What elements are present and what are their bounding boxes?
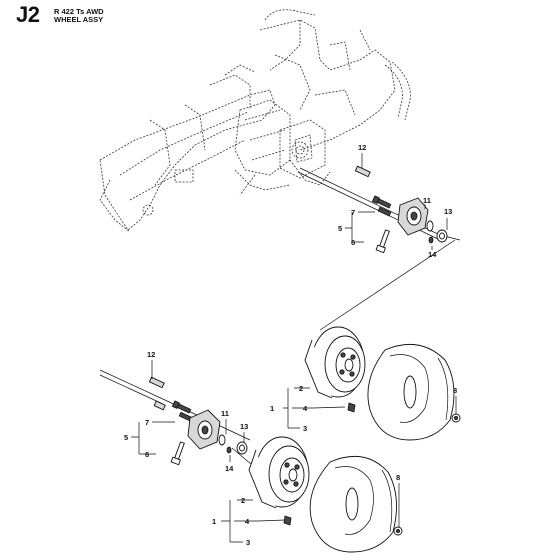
- callout-7: 7: [145, 418, 149, 427]
- axle-shaft-line: [319, 239, 456, 331]
- callout-8: 8: [396, 473, 400, 482]
- chassis-frame: [99, 9, 411, 233]
- upper-callouts: 12 7 5 6 11 13 14 2 1 4 3 8: [270, 143, 457, 433]
- callout-11: 11: [221, 409, 229, 418]
- upper-leader-lines: [283, 153, 457, 429]
- callout-3: 3: [303, 424, 307, 433]
- model-name: R 422 Ts AWD: [54, 7, 104, 16]
- callout-5: 5: [338, 224, 342, 233]
- callout-13: 13: [444, 207, 452, 216]
- page-code: J2: [16, 2, 40, 27]
- lower-callouts: 12 7 5 6 11 13 14 2 1 4 3 8: [124, 350, 400, 547]
- callout-2: 2: [299, 384, 303, 393]
- callout-11: 11: [423, 196, 431, 205]
- callout-8: 8: [453, 386, 457, 395]
- callout-13: 13: [240, 422, 248, 431]
- callout-5: 5: [124, 433, 128, 442]
- callout-2: 2: [241, 496, 245, 505]
- callout-4: 4: [245, 517, 250, 526]
- assembly-name: WHEEL ASSY: [54, 15, 104, 24]
- lower-leader-lines: [131, 360, 400, 543]
- upper-hub-assembly: [354, 165, 448, 254]
- callout-14: 14: [428, 250, 437, 259]
- lower-hub-assembly: [148, 376, 248, 466]
- callout-1: 1: [212, 517, 216, 526]
- upper-wheel: [304, 326, 461, 441]
- page-header: J2 R 422 Ts AWD WHEEL ASSY: [16, 2, 316, 30]
- callout-1: 1: [270, 404, 274, 413]
- callout-12: 12: [358, 143, 366, 152]
- callout-3: 3: [246, 538, 250, 547]
- callout-6: 6: [145, 450, 149, 459]
- lower-wheel: [248, 436, 403, 553]
- callout-12: 12: [147, 350, 155, 359]
- callout-7: 7: [351, 208, 355, 217]
- callout-6: 6: [351, 238, 355, 247]
- callout-4: 4: [303, 404, 308, 413]
- callout-14: 14: [225, 464, 234, 473]
